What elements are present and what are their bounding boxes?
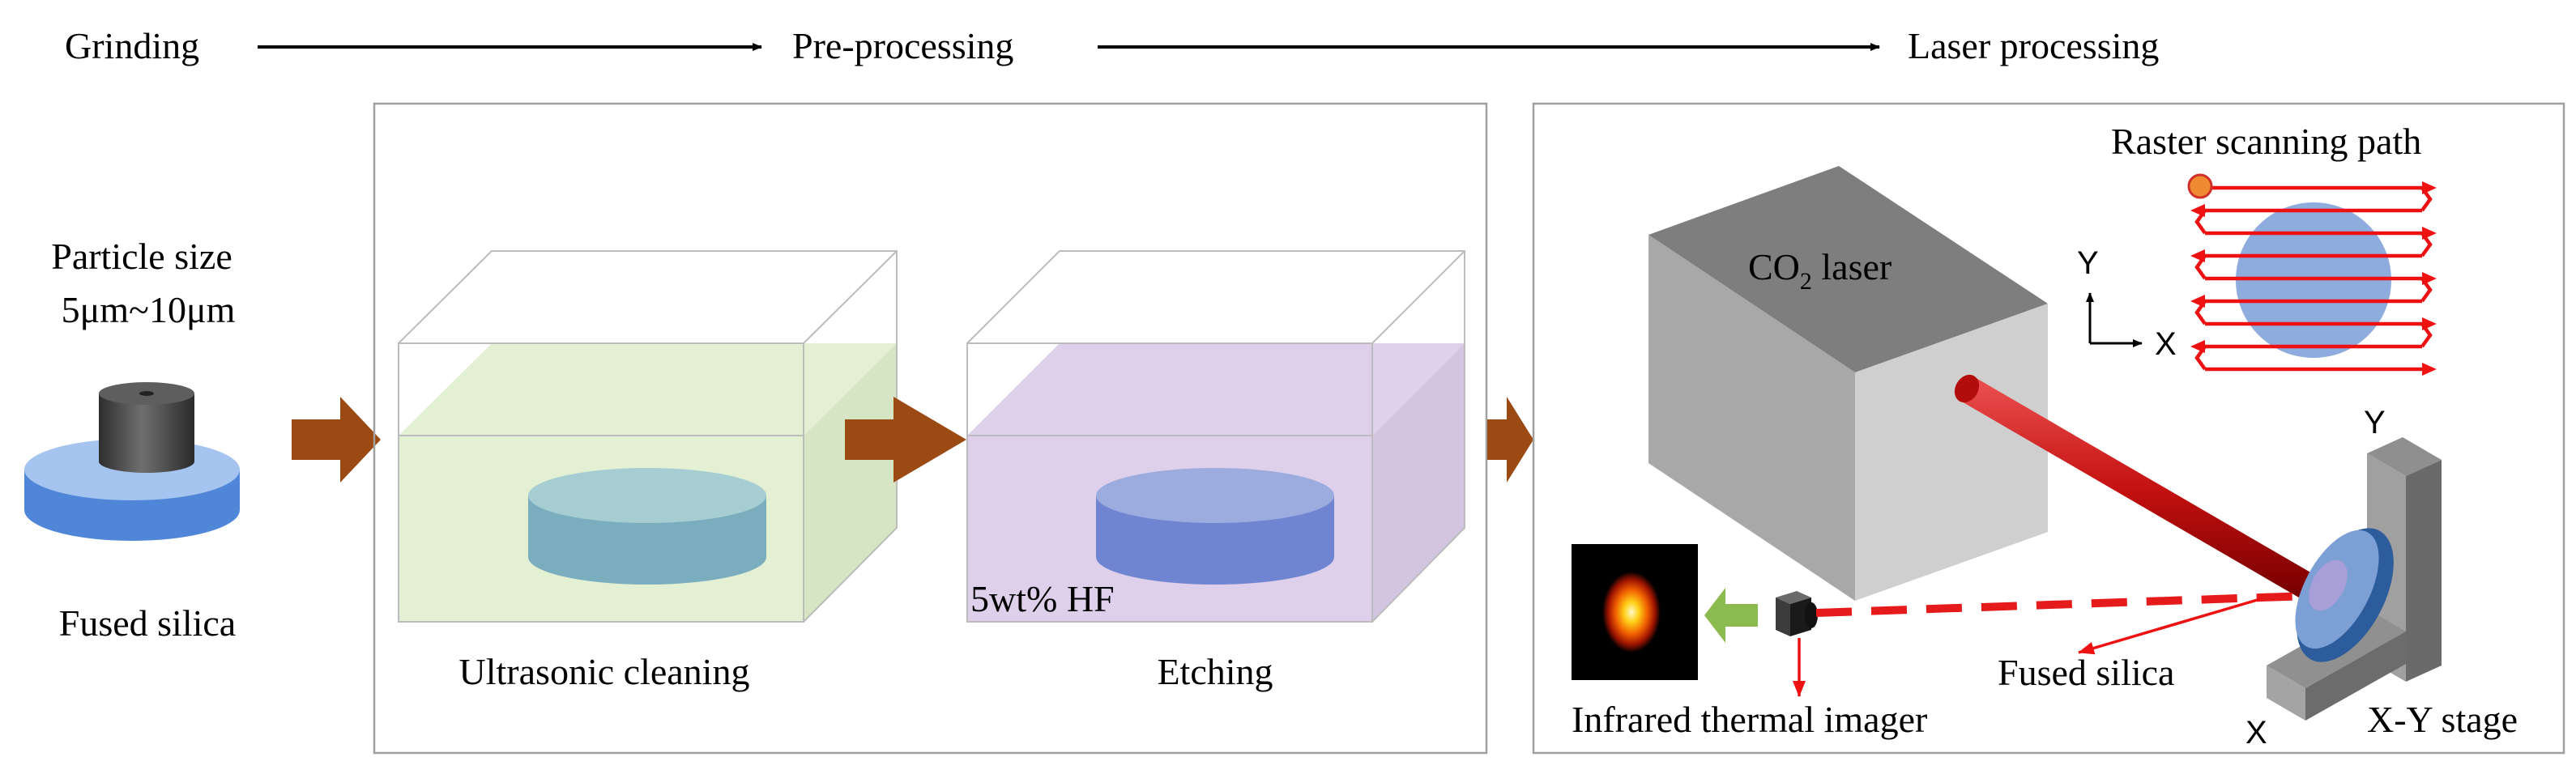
stage-axis-x-label: X bbox=[2245, 715, 2267, 751]
thermal-sight-line bbox=[1815, 592, 2309, 617]
fused-silica-sample-icon bbox=[24, 382, 240, 541]
process-arrow-1 bbox=[292, 397, 381, 483]
axis-x-label: X bbox=[2155, 326, 2177, 362]
particle-size-value: 5μm~10μm bbox=[62, 289, 236, 330]
laser-beam bbox=[1954, 374, 2322, 603]
co2-laser-box bbox=[1648, 166, 2048, 601]
scan-start-point bbox=[2187, 173, 2213, 199]
stage-grinding-label: Grinding bbox=[65, 25, 199, 66]
particle-size-label: Particle size bbox=[51, 236, 232, 277]
thermal-camera-icon bbox=[1776, 591, 1818, 636]
stage-laser-label: Laser processing bbox=[1908, 25, 2159, 66]
process-arrow-3 bbox=[1487, 397, 1533, 483]
stage-preprocessing-label: Pre-processing bbox=[792, 25, 1013, 66]
xy-stage-label: X-Y stage bbox=[2367, 699, 2518, 740]
fused-silica-optic-label: Fused silica bbox=[1998, 652, 2174, 693]
etching-tank bbox=[966, 250, 1465, 623]
laser-processing-frame bbox=[1532, 102, 2565, 755]
stage-axis-y-label: Y bbox=[2364, 405, 2386, 440]
axis-y-label: Y bbox=[2077, 245, 2099, 281]
infrared-imager-label: Infrared thermal imager bbox=[1572, 699, 1927, 740]
ultrasonic-tank bbox=[398, 250, 898, 623]
raster-scanning-label: Raster scanning path bbox=[2111, 121, 2421, 162]
fused-silica-pointer-arrow bbox=[2078, 598, 2261, 655]
raster-scan-diagram bbox=[2187, 173, 2437, 376]
preprocessing-frame bbox=[373, 102, 1488, 755]
hf-label: 5wt% HF bbox=[970, 578, 1115, 619]
fused-silica-sample-label: Fused silica bbox=[59, 602, 236, 644]
etching-label: Etching bbox=[1157, 651, 1273, 692]
axis-indicator bbox=[2086, 292, 2143, 347]
imager-output-arrow bbox=[1704, 588, 1758, 643]
co2-laser-label: CO2 laser bbox=[1748, 246, 1891, 295]
process-arrow-2 bbox=[845, 397, 966, 483]
thermal-image bbox=[1572, 544, 1698, 680]
fused-silica-optic bbox=[2295, 528, 2394, 662]
ultrasonic-cleaning-label: Ultrasonic cleaning bbox=[459, 651, 750, 692]
